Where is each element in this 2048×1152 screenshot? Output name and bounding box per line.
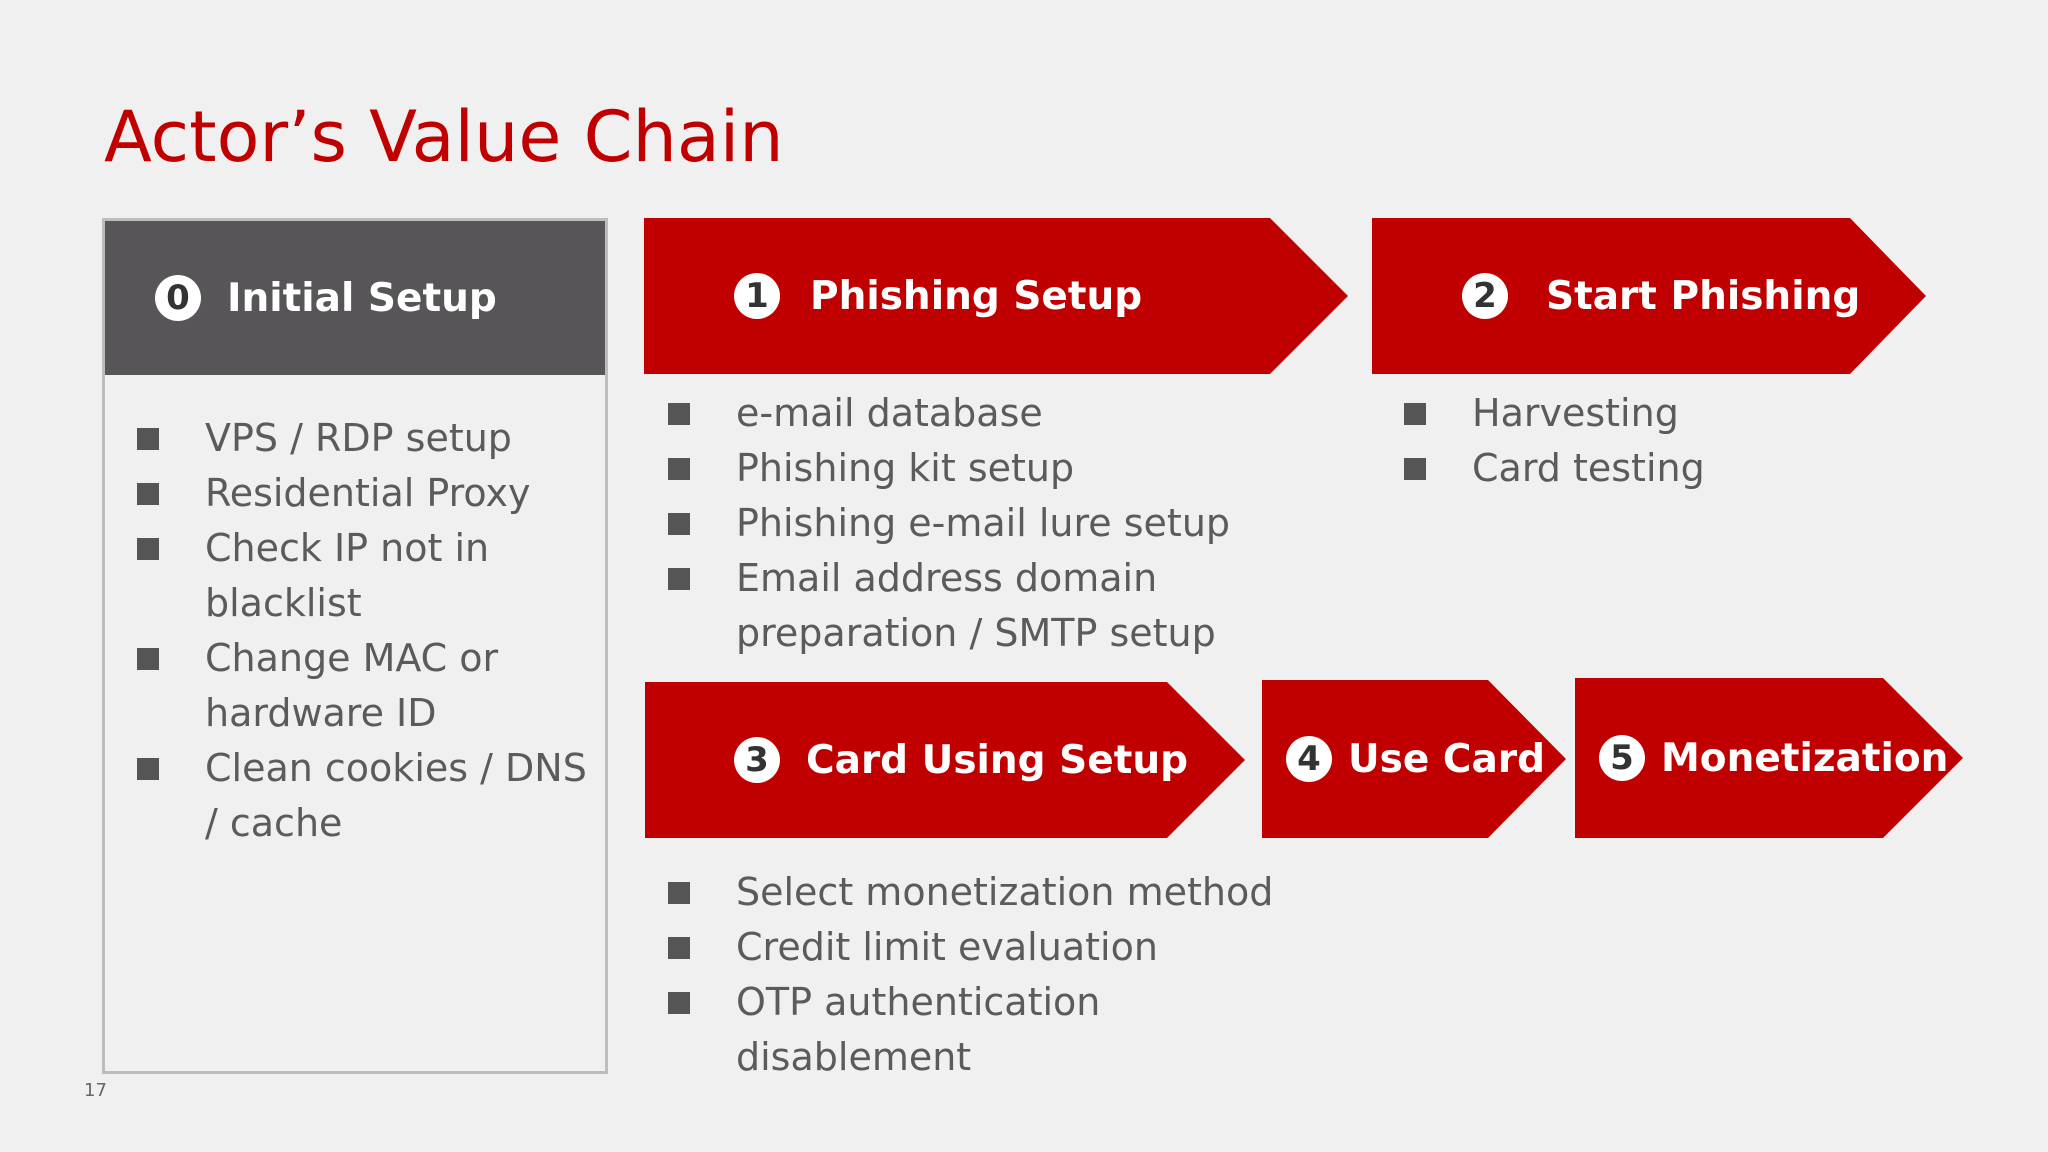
step-3-label: Card Using Setup (806, 737, 1189, 783)
step-4-arrow: 4 Use Card (1262, 680, 1566, 838)
list-item: OTP authentication disablement (668, 975, 1308, 1085)
list-item: Phishing kit setup (668, 441, 1308, 496)
step-0-list: VPS / RDP setup Residential Proxy Check … (137, 411, 587, 851)
step-4-number-badge: 4 (1286, 736, 1332, 782)
step-3-arrow-shape (645, 682, 1245, 838)
initial-setup-header: 0 Initial Setup (105, 221, 605, 375)
list-item: Clean cookies / DNS / cache (137, 741, 587, 851)
step-3-list: Select monetization method Credit limit … (668, 865, 1308, 1085)
list-item: Residential Proxy (137, 466, 587, 521)
step-2-label: Start Phishing (1546, 273, 1861, 319)
slide-title: Actor’s Value Chain (104, 96, 784, 178)
list-item: Check IP not in blacklist (137, 521, 587, 631)
step-1-label: Phishing Setup (810, 273, 1143, 319)
step-2-list: Harvesting Card testing (1404, 386, 1904, 496)
initial-setup-panel: 0 Initial Setup VPS / RDP setup Resident… (102, 218, 608, 1074)
step-5-arrow: 5 Monetization (1575, 678, 1963, 838)
step-5-arrow-shape (1575, 678, 1963, 838)
step-2-arrow: 2 Start Phishing (1372, 218, 1926, 374)
list-item: Phishing e-mail lure setup (668, 496, 1308, 551)
step-5-label: Monetization (1661, 735, 1949, 781)
list-item: e-mail database (668, 386, 1308, 441)
step-2-arrow-shape (1372, 218, 1926, 374)
step-0-number-badge: 0 (155, 275, 201, 321)
list-item: Harvesting (1404, 386, 1904, 441)
list-item: Change MAC or hardware ID (137, 631, 587, 741)
list-item: VPS / RDP setup (137, 411, 587, 466)
list-item: Credit limit evaluation (668, 920, 1308, 975)
step-4-label: Use Card (1348, 736, 1545, 782)
page-number: 17 (84, 1080, 107, 1101)
step-4-arrow-shape (1262, 680, 1566, 838)
step-1-number-badge: 1 (734, 273, 780, 319)
list-item: Select monetization method (668, 865, 1308, 920)
list-item: Email address domain preparation / SMTP … (668, 551, 1308, 661)
step-1-list: e-mail database Phishing kit setup Phish… (668, 386, 1308, 661)
step-1-arrow: 1 Phishing Setup (644, 218, 1348, 374)
step-3-number-badge: 3 (734, 737, 780, 783)
list-item: Card testing (1404, 441, 1904, 496)
step-2-number-badge: 2 (1462, 273, 1508, 319)
step-5-number-badge: 5 (1599, 735, 1645, 781)
step-3-arrow: 3 Card Using Setup (645, 682, 1245, 838)
step-1-arrow-shape (644, 218, 1348, 374)
step-0-label: Initial Setup (227, 275, 497, 321)
